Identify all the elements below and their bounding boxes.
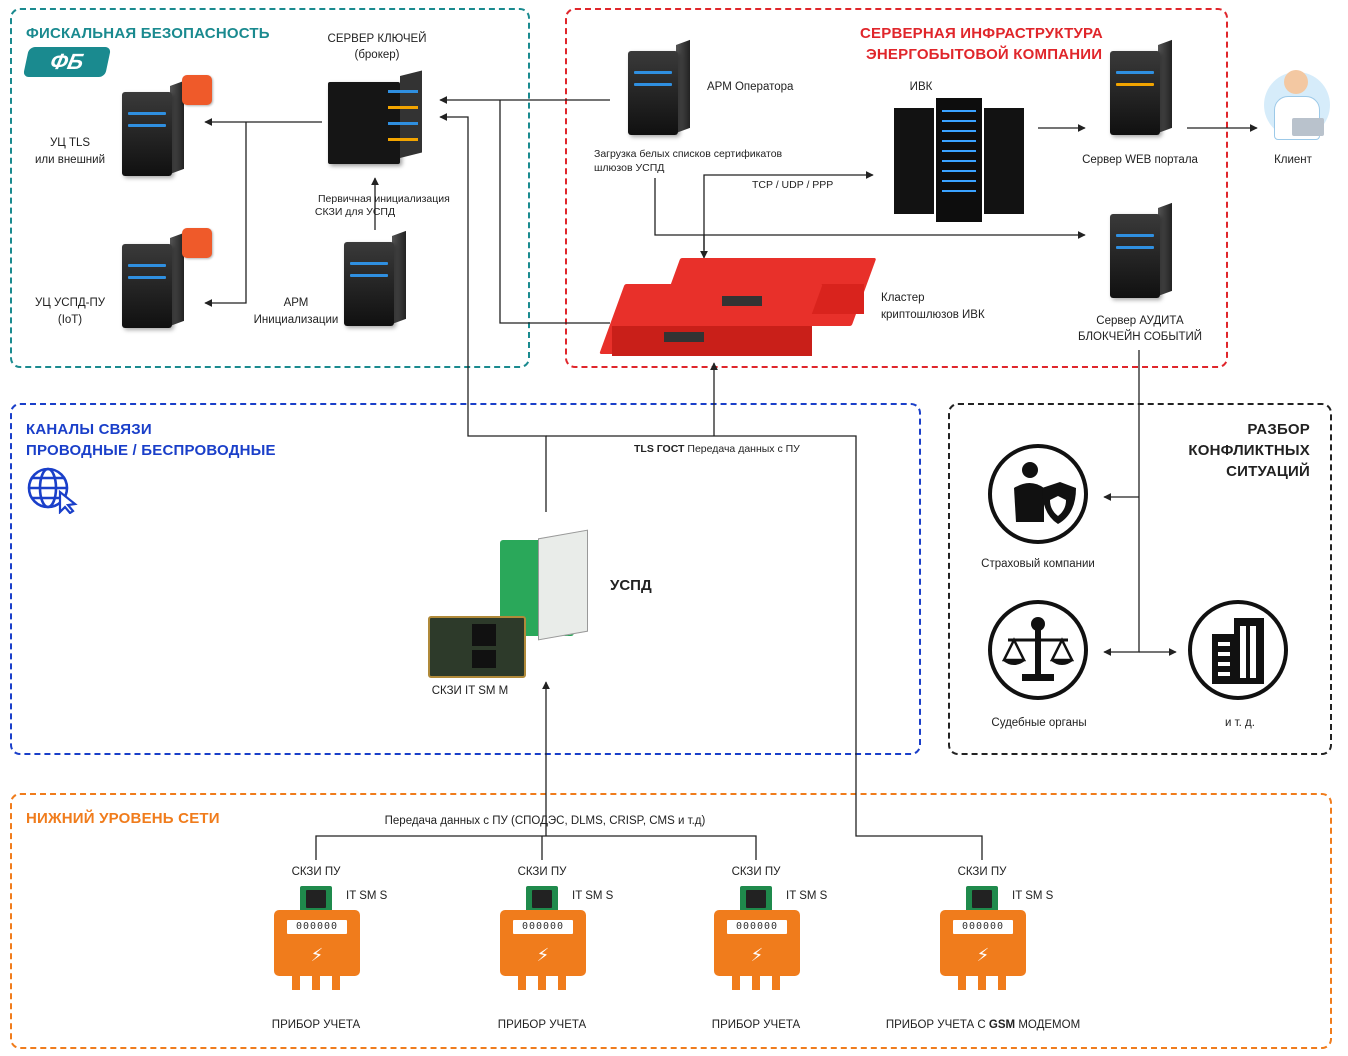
etc-buildings-icon bbox=[1188, 600, 1288, 700]
line-key-server-to-uc-uspd bbox=[204, 122, 247, 307]
meter-3-device-icon: 000000 ⚡ bbox=[712, 886, 802, 990]
meter-2-display: 000000 bbox=[513, 920, 573, 934]
conflict-zone-title-line1: РАЗБОР bbox=[1247, 421, 1310, 438]
zone-conflict-resolution bbox=[948, 403, 1332, 755]
primary-init-label-line2: СКЗИ для УСПД bbox=[314, 206, 396, 218]
meter-1-name: ПРИБОР УЧЕТА bbox=[271, 1019, 361, 1031]
uc-uspd-server-icon bbox=[122, 232, 184, 328]
line-uspd-to-key-server bbox=[439, 113, 547, 512]
courts-scales-icon bbox=[988, 600, 1088, 700]
meter-1-chip-label: IT SM S bbox=[346, 890, 388, 902]
line-whitelist-to-cluster bbox=[654, 178, 708, 259]
etc-label: и т. д. bbox=[1225, 717, 1255, 729]
arm-init-label-line2: Инициализации bbox=[253, 314, 339, 326]
ivk-rack-icon bbox=[894, 98, 1024, 222]
tls-gost-label: TLS ГОСТ Передача данных с ПУ bbox=[634, 442, 800, 456]
web-server-label: Сервер WEB портала bbox=[1082, 154, 1198, 166]
bolt-icon: ⚡ bbox=[976, 945, 990, 965]
line-channels-to-cluster bbox=[546, 435, 983, 860]
zone-server-infrastructure bbox=[565, 8, 1228, 368]
line-meters-bus bbox=[315, 835, 757, 860]
fiscal-zone-title: ФИСКАЛЬНАЯ БЕЗОПАСНОСТЬ bbox=[26, 25, 270, 42]
skzi-m-label: СКЗИ IT SM M bbox=[431, 685, 509, 697]
meter-1-skzi-label: СКЗИ ПУ bbox=[291, 866, 341, 878]
cluster-label-line1: Кластер bbox=[881, 292, 925, 304]
uspd-device-icon bbox=[428, 529, 592, 680]
arm-init-label-line1: АРМ bbox=[283, 297, 309, 309]
arm-operator-server-icon bbox=[628, 39, 690, 135]
meter-1-device-icon: 000000 ⚡ bbox=[272, 886, 362, 990]
audit-server-icon bbox=[1110, 202, 1172, 298]
meter-1-display: 000000 bbox=[287, 920, 347, 934]
meter-4-name-bold: GSM bbox=[988, 1019, 1016, 1031]
meter-4-device-icon: 000000 ⚡ bbox=[938, 886, 1028, 990]
meter-2-chip-label: IT SM S bbox=[572, 890, 614, 902]
conflict-zone-title-line2: КОНФЛИКТНЫХ bbox=[1188, 442, 1310, 459]
meter-3-name: ПРИБОР УЧЕТА bbox=[711, 1019, 801, 1031]
meter-2-skzi-label: СКЗИ ПУ bbox=[517, 866, 567, 878]
crypto-gateway-cluster-icon bbox=[599, 258, 877, 358]
meter-4-name-prefix: ПРИБОР УЧЕТА С bbox=[885, 1019, 986, 1031]
line-cluster-to-key-server bbox=[499, 100, 610, 324]
uc-uspd-label-line1: УЦ УСПД-ПУ bbox=[34, 297, 106, 309]
database-icon bbox=[182, 75, 212, 105]
channels-zone-title-line1: КАНАЛЫ СВЯЗИ bbox=[26, 421, 152, 438]
globe-cursor-icon bbox=[26, 466, 78, 515]
meter-4-name-suffix: МОДЕМОМ bbox=[1018, 1019, 1081, 1031]
ivk-label: ИВК bbox=[909, 81, 933, 93]
meter-3-display: 000000 bbox=[727, 920, 787, 934]
channels-zone-title-line2: ПРОВОДНЫЕ / БЕСПРОВОДНЫЕ bbox=[26, 442, 276, 459]
protocols-label: TCP / UDP / PPP bbox=[752, 179, 834, 191]
arm-operator-label: АРМ Оператора bbox=[707, 81, 794, 93]
meter-4-name: ПРИБОР УЧЕТА С GSM МОДЕМОМ bbox=[880, 1018, 1086, 1033]
web-server-icon bbox=[1110, 39, 1172, 135]
zone-fiscal-security bbox=[10, 8, 530, 368]
uc-uspd-label-line2: (IoT) bbox=[57, 314, 83, 326]
bolt-icon: ⚡ bbox=[310, 945, 324, 965]
conflict-zone-title-line3: СИТУАЦИЙ bbox=[1226, 463, 1310, 480]
insurance-label: Страховый компании bbox=[981, 558, 1095, 570]
meter-2-device-icon: 000000 ⚡ bbox=[498, 886, 588, 990]
zone-lower-network bbox=[10, 793, 1332, 1049]
key-server-label-line2: (брокер) bbox=[354, 49, 400, 61]
line-audit-to-conflicts bbox=[1103, 350, 1140, 656]
infra-zone-title-line2: ЭНЕРГОБЫТОВОЙ КОМПАНИИ bbox=[866, 46, 1103, 63]
client-label: Клиент bbox=[1274, 154, 1312, 166]
bolt-icon: ⚡ bbox=[536, 945, 550, 965]
line-cluster-to-ivk bbox=[703, 171, 874, 250]
transfer-label: Передача данных с ПУ (СПОДЭС, DLMS, CRIS… bbox=[384, 815, 706, 827]
meter-3-chip-label: IT SM S bbox=[786, 890, 828, 902]
meter-4-display: 000000 bbox=[953, 920, 1013, 934]
meter-2-name: ПРИБОР УЧЕТА bbox=[497, 1019, 587, 1031]
meter-4-chip-label: IT SM S bbox=[1012, 890, 1054, 902]
bolt-icon: ⚡ bbox=[750, 945, 764, 965]
whitelist-label-line1: Загрузка белых списков сертификатов bbox=[594, 148, 783, 160]
database-icon bbox=[182, 228, 212, 258]
lower-zone-title: НИЖНИЙ УРОВЕНЬ СЕТИ bbox=[26, 810, 220, 827]
fb-logo-text: ФБ bbox=[48, 49, 87, 74]
arm-init-server-icon bbox=[344, 230, 406, 326]
key-server-label-line1: СЕРВЕР КЛЮЧЕЙ bbox=[327, 33, 427, 45]
primary-init-label-line1: Первичная инициализация bbox=[318, 193, 450, 205]
audit-label-line1: Сервер АУДИТА bbox=[1096, 315, 1184, 327]
uc-tls-label-line2: или внешний bbox=[34, 154, 106, 166]
insurance-shield-person-icon bbox=[988, 444, 1088, 544]
key-server-rack-icon bbox=[328, 70, 422, 164]
uc-tls-label-line1: УЦ TLS bbox=[49, 137, 91, 149]
fb-logo: ФБ bbox=[22, 47, 112, 77]
cluster-label-line2: криптошлюзов ИВК bbox=[881, 309, 985, 321]
client-person-icon bbox=[1258, 66, 1336, 146]
courts-label: Судебные органы bbox=[991, 717, 1087, 729]
uspd-label: УСПД bbox=[610, 577, 652, 594]
infra-zone-title-line1: СЕРВЕРНАЯ ИНФРАСТРУКТУРА bbox=[860, 25, 1103, 42]
uc-tls-server-icon bbox=[122, 80, 184, 176]
meter-3-skzi-label: СКЗИ ПУ bbox=[731, 866, 781, 878]
tls-gost-bold: TLS ГОСТ bbox=[634, 443, 685, 455]
tls-gost-rest: Передача данных с ПУ bbox=[687, 443, 800, 455]
audit-label-line2: БЛОКЧЕЙН СОБЫТИЙ bbox=[1077, 331, 1203, 343]
meter-4-skzi-label: СКЗИ ПУ bbox=[957, 866, 1007, 878]
zone-communication-channels bbox=[10, 403, 921, 755]
whitelist-label-line2: шлюзов УСПД bbox=[594, 162, 665, 174]
